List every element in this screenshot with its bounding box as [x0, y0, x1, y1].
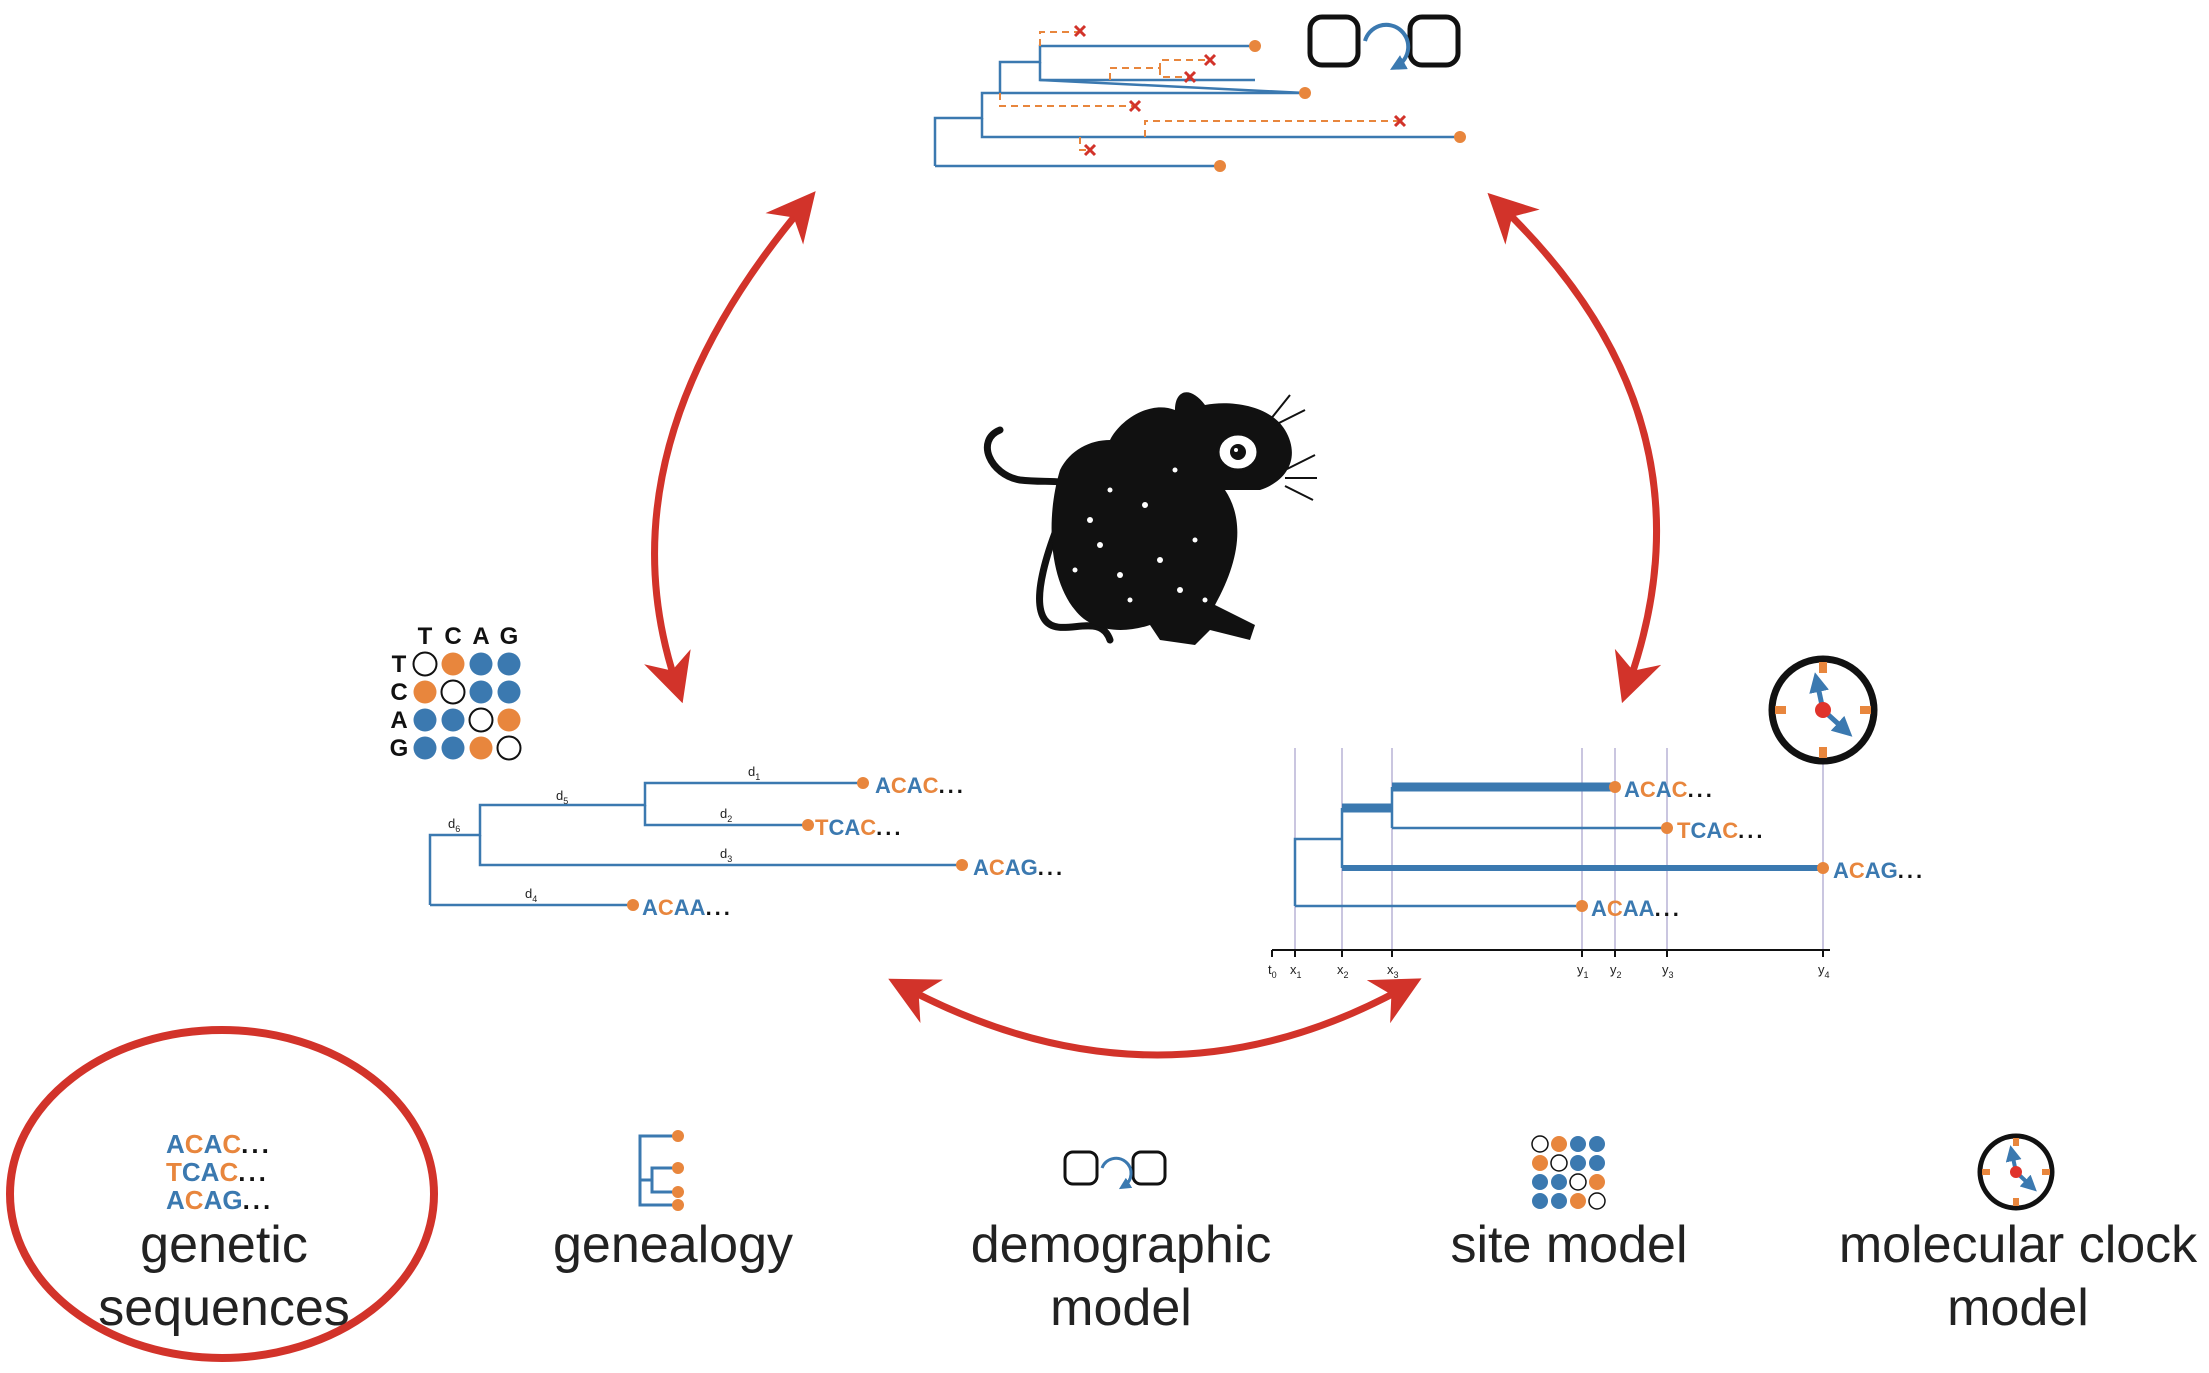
sequence-text: ACAA...: [1591, 896, 1682, 921]
timed-tree: t0 x1 x2 x3 y1 y2 y3 y4 ACAC... TCAC... ACAG... AC…: [1268, 748, 1925, 980]
legend-label-genealogy: genealogy: [553, 1216, 793, 1274]
sequence-text: ACAG...: [166, 1185, 273, 1215]
extinction-markers: [1073, 24, 1407, 157]
genealogy-icon: [638, 1130, 684, 1211]
matrix-cell: [497, 680, 521, 704]
matrix-cell: [441, 652, 465, 676]
sequence-text: ACAA...: [642, 895, 733, 920]
matrix-col-label: A: [472, 623, 489, 650]
branch-length-label: d2: [720, 806, 732, 824]
matrix-cell: [413, 708, 437, 732]
small-matrix-cell: [1550, 1154, 1568, 1172]
sequence-text: ACAC...: [875, 773, 966, 798]
sequence-text: TCAC...: [815, 815, 903, 840]
legend-label-demographic: demographic: [971, 1216, 1272, 1274]
matrix-cell: [469, 736, 493, 760]
time-axis-label: t0: [1268, 962, 1277, 980]
genealogy-tree: d1 d2 d3 d4 d5 d6 ACAC... TCAC... ACAG... ACAA..…: [428, 764, 1065, 920]
legend: ACAC...TCAC...ACAG...: [6, 1026, 2198, 1362]
small-matrix-cell: [1569, 1173, 1587, 1191]
highlight-ellipse: [6, 1026, 438, 1362]
legend-label-clock-model: model: [1947, 1279, 2089, 1337]
molecular-clock-icon: [1768, 655, 1878, 765]
arrow-demography-clock: [1487, 192, 1662, 704]
small-matrix-cell: [1532, 1155, 1548, 1171]
matrix-cell: [413, 680, 437, 704]
legend-label-sequences: sequences: [98, 1279, 350, 1337]
time-axis-label: y4: [1818, 962, 1830, 980]
matrix-cell: [412, 651, 438, 677]
small-matrix-cell: [1532, 1193, 1548, 1209]
arrow-genealogy-clock: [888, 978, 1422, 1059]
branch-length-label: d1: [748, 764, 760, 782]
small-matrix-cell: [1532, 1174, 1548, 1190]
branch-length-label: d4: [525, 886, 537, 904]
sequence-text: ACAC...: [166, 1129, 272, 1159]
sequence-text: ACAC...: [1624, 777, 1715, 802]
demographic-model-icon: [1307, 14, 1461, 70]
branch-length-label: d5: [556, 788, 568, 806]
matrix-cell: [440, 679, 466, 705]
arrow-genealogy-demography: [644, 191, 816, 704]
small-matrix-cell: [1531, 1135, 1549, 1153]
small-matrix-cell: [1589, 1174, 1605, 1190]
legend-label-genetic: genetic: [140, 1216, 308, 1274]
small-matrix-cell: [1588, 1192, 1606, 1210]
matrix-row-label: C: [390, 679, 407, 706]
sequence-text: TCAC...: [166, 1157, 269, 1187]
small-matrix-cell: [1551, 1174, 1567, 1190]
matrix-row-label: A: [390, 707, 407, 734]
legend-label-site-model: site model: [1451, 1216, 1688, 1274]
legend-label-model: model: [1050, 1279, 1192, 1337]
time-axis-label: x2: [1337, 962, 1349, 980]
mouse-illustration: [984, 392, 1317, 645]
matrix-row-label: G: [390, 735, 409, 762]
sequence-text: ACAG...: [973, 855, 1065, 880]
matrix-row-label: T: [392, 651, 407, 678]
branch-length-label: d6: [448, 816, 460, 834]
small-matrix-cell: [1551, 1136, 1567, 1152]
time-axis-label: x1: [1290, 962, 1302, 980]
matrix-col-label: G: [500, 623, 519, 650]
matrix-cell: [469, 652, 493, 676]
cycle-arrows: [644, 191, 1662, 1059]
time-axis: [1271, 949, 1830, 957]
small-matrix-cell: [1570, 1155, 1586, 1171]
matrix-cell: [497, 708, 521, 732]
matrix-cell: [469, 680, 493, 704]
matrix-cell: [441, 736, 465, 760]
matrix-cell: [497, 652, 521, 676]
molecular-clock-small-icon: [1977, 1133, 2055, 1211]
sequences-icon: ACAC...TCAC...ACAG...: [166, 1129, 273, 1215]
small-matrix-cell: [1570, 1193, 1586, 1209]
matrix-cell: [468, 707, 494, 733]
small-matrix-cell: [1589, 1155, 1605, 1171]
sequence-text: ACAG...: [1833, 858, 1925, 883]
sequence-text: TCAC...: [1677, 818, 1765, 843]
demographic-model-small-icon: [1063, 1150, 1167, 1190]
matrix-col-label: C: [444, 623, 461, 650]
matrix-cell: [496, 735, 522, 761]
time-axis-label: y1: [1577, 962, 1589, 980]
small-matrix-cell: [1551, 1193, 1567, 1209]
matrix-cell: [441, 708, 465, 732]
matrix-col-label: T: [418, 623, 433, 650]
time-axis-label: y3: [1662, 962, 1674, 980]
birth-death-tree: [933, 24, 1466, 172]
time-gridlines: [1294, 748, 1824, 950]
legend-label-molecular-clock: molecular clock: [1839, 1216, 2198, 1274]
matrix-cell: [413, 736, 437, 760]
branch-length-label: d3: [720, 846, 732, 864]
time-axis-label: y2: [1610, 962, 1622, 980]
small-matrix-cell: [1570, 1136, 1586, 1152]
time-axis-label: x3: [1387, 962, 1399, 980]
small-matrix-cell: [1589, 1136, 1605, 1152]
site-model-small-icon: [1531, 1135, 1606, 1210]
